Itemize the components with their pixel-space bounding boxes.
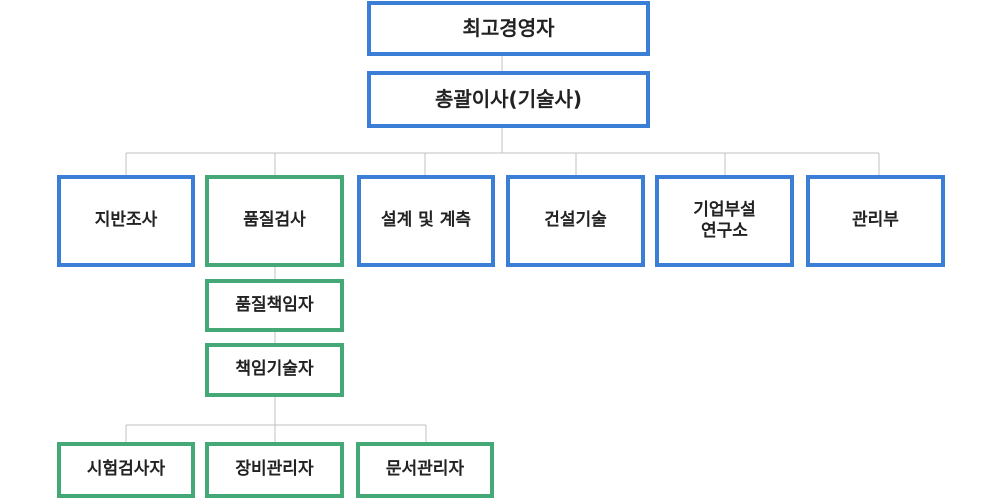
dept-research-label-line1: 기업부설	[693, 199, 756, 220]
dept-quality-inspection-label: 품질검사	[243, 210, 306, 231]
dept-design-measure-label: 설계 및 계측	[380, 210, 472, 231]
dept-design-measure: 설계 및 계측	[357, 175, 495, 267]
responsible-engineer-box: 책임기술자	[205, 343, 344, 397]
dept-research-label-line2: 연구소	[701, 221, 748, 241]
quality-manager-box: 품질책임자	[205, 279, 344, 332]
dept-management-label: 관리부	[852, 210, 899, 231]
document-manager-box: 문서관리자	[356, 442, 494, 498]
dept-quality-inspection: 품질검사	[205, 175, 344, 267]
responsible-engineer-label: 책임기술자	[235, 359, 314, 380]
document-manager-label: 문서관리자	[385, 459, 465, 480]
ceo-box: 최고경영자	[367, 1, 650, 56]
equipment-manager-box: 장비관리자	[205, 442, 344, 498]
dept-construction-tech: 건설기술	[506, 175, 645, 267]
dept-management: 관리부	[806, 175, 945, 267]
dept-ground-survey: 지반조사	[57, 175, 195, 267]
test-inspector-label: 시험검사자	[86, 459, 166, 480]
quality-manager-label: 품질책임자	[235, 294, 314, 315]
director-box: 총괄이사(기술사)	[367, 71, 650, 128]
equipment-manager-label: 장비관리자	[235, 459, 314, 480]
dept-research-institute: 기업부설 연구소	[655, 175, 794, 267]
dept-ground-survey-label: 지반조사	[94, 210, 158, 231]
director-label: 총괄이사(기술사)	[434, 87, 583, 111]
ceo-label: 최고경영자	[462, 16, 555, 40]
dept-construction-tech-label: 건설기술	[544, 210, 607, 231]
test-inspector-box: 시험검사자	[57, 442, 195, 498]
